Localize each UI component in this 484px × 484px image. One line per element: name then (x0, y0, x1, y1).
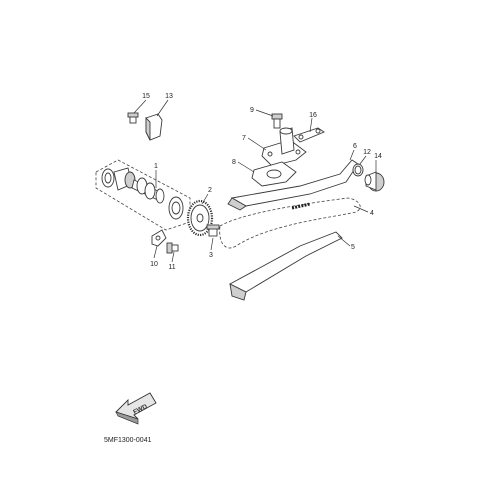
callout-12: 12 (363, 149, 371, 156)
callout-1: 1 (154, 163, 158, 170)
part-12-o-ring (352, 163, 364, 177)
callout-7: 7 (242, 135, 246, 142)
part-3-bolt (206, 224, 220, 237)
part-10-plate (151, 229, 167, 247)
leader-7 (247, 137, 267, 151)
part-2-cam-sprocket (186, 199, 214, 237)
part-11-bolt (166, 242, 179, 254)
leader-4 (353, 205, 369, 213)
callout-10: 10 (150, 261, 158, 268)
leader-8 (237, 161, 255, 173)
callout-11: 11 (168, 264, 175, 271)
leader-2 (201, 193, 209, 205)
callout-3: 3 (209, 252, 213, 259)
callout-14: 14 (374, 153, 382, 160)
part-7-tensioner-body (261, 127, 307, 167)
leader-5 (337, 235, 351, 247)
callout-5: 5 (351, 244, 355, 251)
leader-12 (359, 155, 367, 165)
leader-9 (255, 109, 274, 117)
callout-13: 13 (165, 93, 173, 100)
part-1-camshaft-assembly (95, 159, 191, 231)
callout-16: 16 (309, 112, 317, 119)
leader-6 (349, 149, 355, 161)
part-15-bolt (127, 112, 139, 124)
part-5-chain-guide (229, 231, 343, 301)
callout-8: 8 (232, 159, 236, 166)
part-16-guide-plate (293, 127, 325, 143)
leader-10 (153, 245, 158, 259)
part-14-cap-bolt (364, 171, 385, 192)
leader-3 (210, 237, 214, 251)
part-13-bracket (145, 113, 163, 141)
part-9-bolt (271, 113, 283, 129)
fwd-arrow: FWD (115, 392, 157, 425)
leader-16 (309, 117, 313, 133)
leader-13 (156, 99, 169, 117)
callout-2: 2 (208, 187, 212, 194)
leader-15 (133, 99, 147, 114)
leader-11 (171, 251, 175, 263)
part-6-tensioner-guide (227, 159, 359, 211)
callout-6: 6 (353, 143, 357, 150)
drawing-code: 5MF1300-0041 (104, 437, 152, 444)
callout-4: 4 (370, 210, 374, 217)
callout-15: 15 (142, 93, 150, 100)
callout-9: 9 (250, 107, 254, 114)
part-8-gasket (251, 161, 297, 187)
